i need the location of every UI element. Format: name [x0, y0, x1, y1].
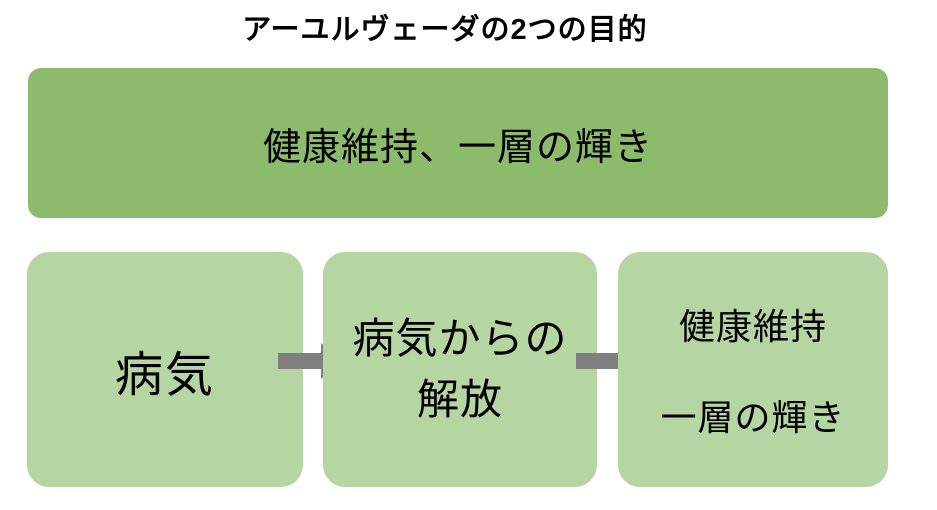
diagram-title: アーユルヴェーダの2つの目的 [242, 14, 648, 46]
process-step-illness: 病気 [27, 252, 303, 487]
process-step-label-line2: 一層の輝き [660, 397, 846, 438]
goal-summary-box: 健康維持、一層の輝き [28, 68, 888, 218]
process-step-label-line1: 病気からの [352, 314, 568, 362]
process-step-label-line2: 解放 [416, 375, 503, 423]
process-step-label: 病気 [114, 348, 215, 402]
process-step-label-line1: 健康維持 [678, 306, 827, 347]
goal-summary-label: 健康維持、一層の輝き [262, 126, 653, 169]
process-step-health-maintenance: 健康維持 一層の輝き [618, 252, 888, 487]
process-step-release-from-illness: 病気からの 解放 [323, 252, 597, 487]
